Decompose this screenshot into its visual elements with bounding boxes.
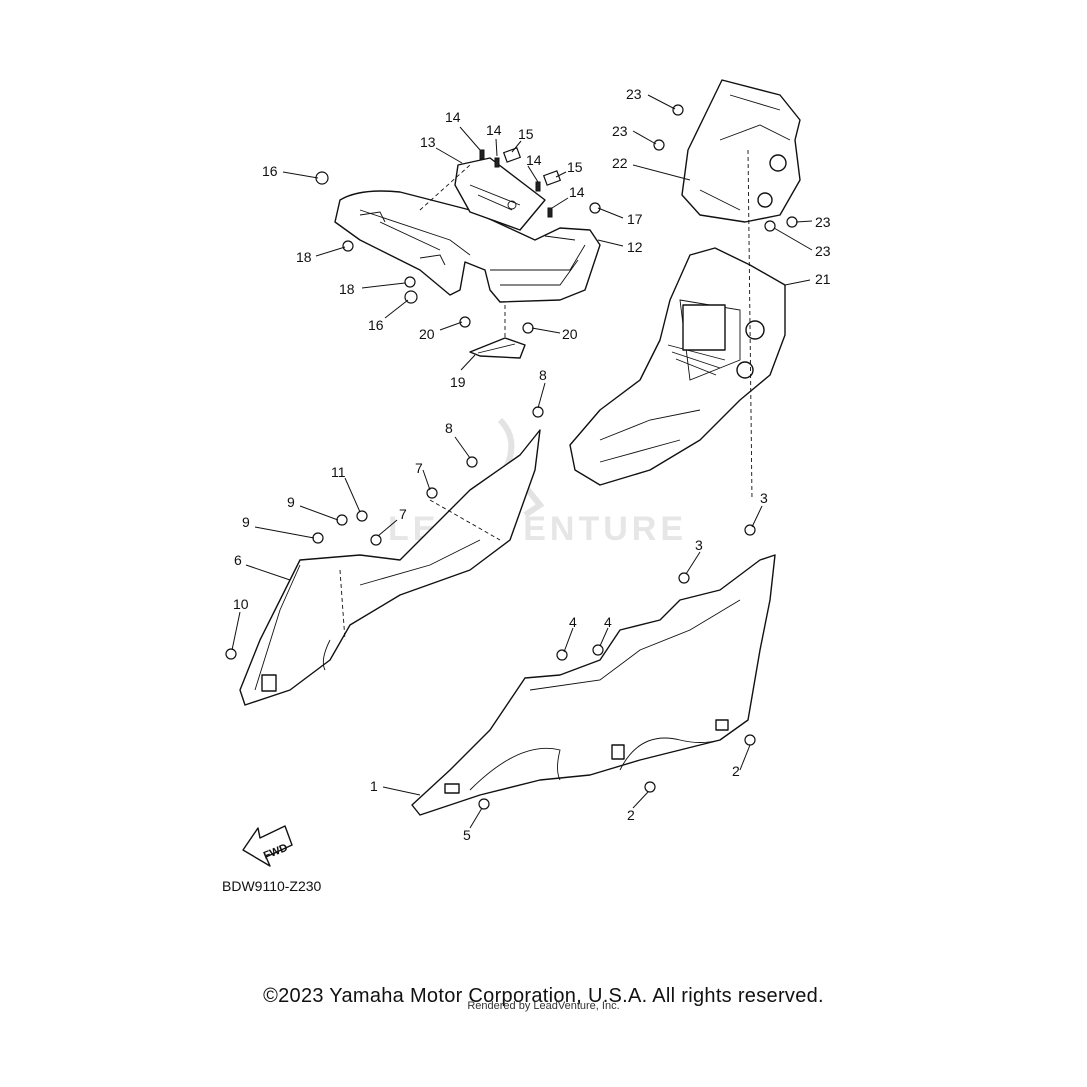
callout-14: 14	[445, 109, 461, 125]
part-13-bracket	[454, 157, 546, 231]
callout-4: 4	[604, 614, 612, 630]
callout-21: 21	[815, 271, 831, 287]
callout-7: 7	[399, 506, 407, 522]
callout-14: 14	[486, 122, 502, 138]
callout-23: 23	[612, 123, 628, 139]
callout-23: 23	[815, 214, 831, 230]
callout-22: 22	[612, 155, 628, 171]
callout-16: 16	[368, 317, 384, 333]
copyright-notice: ©2023 Yamaha Motor Corporation, U.S.A. A…	[263, 985, 824, 1007]
part-6-left-side-cover	[239, 429, 541, 706]
callout-1: 1	[370, 778, 378, 794]
callout-14: 14	[526, 152, 542, 168]
part-22-upper-cover	[681, 79, 801, 223]
callout-labels: 16 18 18 16 13 14 14 15 14 15 14 17 12 2…	[233, 86, 831, 843]
part-1-right-side-panel	[411, 554, 776, 816]
assembly-line	[747, 149, 753, 501]
callout-17: 17	[627, 211, 643, 227]
callout-2: 2	[627, 807, 635, 823]
callout-18: 18	[339, 281, 355, 297]
callout-14: 14	[569, 184, 585, 200]
callout-13: 13	[420, 134, 436, 150]
callout-20: 20	[419, 326, 435, 342]
callout-16: 16	[262, 163, 278, 179]
fwd-arrow-icon: FWD	[242, 825, 293, 867]
assembly-line	[419, 164, 506, 340]
callout-23: 23	[815, 243, 831, 259]
callout-11: 11	[331, 464, 346, 480]
callout-7: 7	[415, 460, 423, 476]
diagram-reference-code: BDW9110-Z230	[222, 878, 322, 894]
callout-9: 9	[242, 514, 250, 530]
callout-19: 19	[450, 374, 466, 390]
callout-18: 18	[296, 249, 312, 265]
part-12-tail-cover	[334, 190, 601, 303]
callout-3: 3	[695, 537, 703, 553]
callout-5: 5	[463, 827, 471, 843]
callout-2: 2	[732, 763, 740, 779]
callout-8: 8	[445, 420, 453, 436]
callout-10: 10	[233, 596, 249, 612]
callout-6: 6	[234, 552, 242, 568]
callout-15: 15	[518, 126, 534, 142]
callout-23: 23	[626, 86, 642, 102]
part-21-center-cover	[569, 247, 786, 486]
part-19-bracket	[469, 337, 526, 359]
callout-4: 4	[569, 614, 577, 630]
callout-9: 9	[287, 494, 295, 510]
callout-8: 8	[539, 367, 547, 383]
leader-lines	[231, 94, 813, 829]
callout-3: 3	[760, 490, 768, 506]
callout-12: 12	[627, 239, 643, 255]
rendered-by-note: Rendered by LeadVenture, Inc.	[467, 1000, 620, 1012]
callout-20: 20	[562, 326, 578, 342]
callout-15: 15	[567, 159, 583, 175]
